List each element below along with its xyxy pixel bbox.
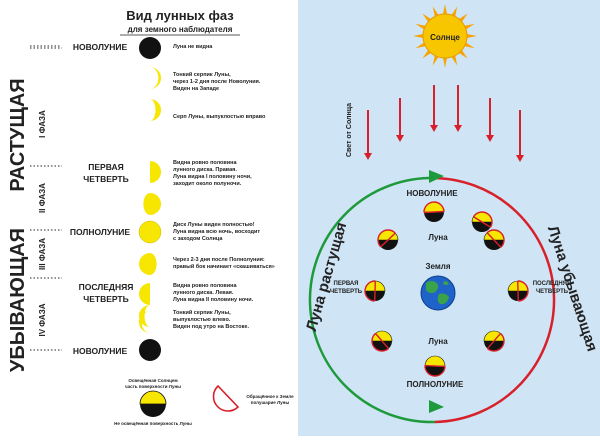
orbit-moon-icon [484, 230, 504, 250]
moon-label-bottom: Луна [428, 337, 448, 346]
row-description: с заходом Солнца [173, 236, 223, 242]
orbit-moon-icon [365, 281, 385, 301]
phase-row-waning-gibbous: Через 2-3 дня после Полнолуния: правый б… [139, 253, 275, 275]
moon-phase-icon [139, 221, 161, 243]
row-description: Тонкий серпик Луны, [173, 309, 231, 316]
row-label: ПЕРВАЯ [88, 162, 123, 172]
phase-row-waxing-gibbous [143, 193, 161, 215]
last-quarter-label: ЧЕТВЕРТЬ [536, 289, 569, 295]
phase-row-new-moon: НОВОЛУНИЕ Луна не видна [73, 37, 213, 59]
row-description: Серп Луны, выпуклостью вправо [173, 114, 266, 120]
legend-facing: Обращённое к Земле полушарие Луны [213, 386, 294, 411]
sunlight-arrows [364, 85, 524, 162]
row-description: выпуклостью влево. [173, 317, 231, 323]
phase-label-3: III ФАЗА [38, 238, 47, 270]
legend-lit-label: Освещённая Солнцем [128, 378, 178, 383]
row-label: ПОЛНОЛУНИЕ [70, 227, 131, 237]
earth-label: Земля [425, 262, 450, 271]
phase-label-1: I ФАЗА [38, 110, 47, 138]
sunlight-arrowhead [364, 153, 372, 160]
row-description: Виден под утро на Востоке. [173, 324, 249, 330]
moon-phase-icon [139, 339, 161, 361]
row-description: Диск Луны виден полностью! [173, 222, 255, 228]
full-moon-label: ПОЛНОЛУНИЕ [407, 380, 464, 389]
panel-subtitle: для земного наблюдателя [128, 25, 233, 34]
phase-row-full-moon: ПОЛНОЛУНИЕ Диск Луны виден полностью! Лу… [70, 221, 260, 243]
orbit-moon-icon [378, 230, 398, 250]
new-moon-label: НОВОЛУНИЕ [406, 189, 458, 198]
legend-dark-label: Не освещённая поверхность Луны [114, 421, 192, 426]
moon-phase-icon [150, 67, 161, 89]
row-label: НОВОЛУНИЕ [73, 346, 128, 356]
row-description: лунного диска. Правая. [173, 167, 237, 173]
row-description: Видна ровно половина [173, 283, 237, 289]
row-description: Через 2-3 дня после Полнолуния: [173, 257, 265, 263]
earth-icon [421, 276, 455, 310]
row-label: ПОСЛЕДНЯЯ [79, 282, 134, 292]
growing-side-label: РАСТУЩАЯ [7, 78, 29, 191]
row-description: лунного диска. Левая. [173, 290, 234, 296]
phase-row-last-quarter: ПОСЛЕДНЯЯ ЧЕТВЕРТЬ Видна ровно половина … [79, 282, 254, 305]
phase-row-first-quarter: ПЕРВАЯ ЧЕТВЕРТЬ Видна ровно половина лун… [83, 160, 252, 187]
phase-row-crescent: Серп Луны, выпуклостью вправо [150, 99, 266, 121]
orbit-moon-icon [508, 281, 528, 301]
orbit-moon-icon [484, 331, 504, 351]
row-label: ЧЕТВЕРТЬ [83, 294, 129, 304]
orbit-moon-icon [472, 212, 492, 232]
row-description: Тонкий серпик Луны, [173, 71, 231, 78]
first-quarter-label: ЧЕТВЕРТЬ [330, 289, 363, 295]
orbit-moon-icon [372, 331, 392, 351]
panel-title: Вид лунных фаз [126, 8, 234, 23]
orbit-scheme-svg: Солнце Свет от Солнца Луна растущая Луна… [298, 0, 600, 436]
moon-phase-icon [139, 253, 157, 275]
moon-phase-icon [150, 99, 161, 121]
row-description: через 1-2 дня после Новолуния. [173, 79, 261, 85]
legend-lit-label: часть поверхности Луны [125, 384, 181, 389]
phase-row-new-moon-end: НОВОЛУНИЕ [73, 339, 161, 361]
legend-lit-dark: Освещённая Солнцем часть поверхности Лун… [114, 378, 192, 426]
waning-arrowhead-icon [429, 400, 444, 413]
waning-side-label: УБЫВАЮЩАЯ [7, 228, 29, 372]
row-description: Видна ровно половина [173, 160, 237, 166]
phase-label-2: II ФАЗА [38, 183, 47, 213]
legend-dark-half-icon [140, 404, 166, 417]
row-description: правый бок начинает «скашиваться» [173, 263, 275, 270]
sunlight-arrowhead [430, 125, 438, 132]
phase-view-panel: Вид лунных фаз для земного наблюдателя Р… [0, 0, 298, 436]
phase-row-waning-crescent: Тонкий серпик Луны, выпуклостью влево. В… [139, 305, 249, 330]
orbit-scheme-panel: Солнце Свет от Солнца Луна растущая Луна… [298, 0, 600, 436]
sunlight-arrowhead [454, 125, 462, 132]
phase-label-4: IV ФАЗА [38, 303, 47, 336]
legend-facing-half-icon [213, 386, 238, 411]
legend-facing-label: Обращённое к Земле [246, 393, 294, 399]
moon-label-top: Луна [428, 233, 448, 242]
sunlight-label: Свет от Солнца [346, 103, 353, 157]
first-quarter-label: ПЕРВАЯ [334, 281, 359, 287]
row-label: ЧЕТВЕРТЬ [83, 174, 129, 184]
legend-lit-half-icon [140, 391, 166, 404]
row-description: Луна видна всю ночь, восходит [173, 229, 260, 235]
row-description: Луна не видна [173, 44, 213, 50]
last-quarter-label: ПОСЛЕДНЯЯ [533, 281, 572, 287]
waxing-arrowhead-icon [429, 170, 444, 183]
sunlight-arrowhead [396, 135, 404, 142]
moon-phase-icon [150, 161, 161, 183]
moon-phase-icon [139, 37, 161, 59]
orbit-moon-icon [424, 202, 444, 222]
sunlight-arrowhead [516, 155, 524, 162]
orbit-moon-icon [425, 356, 445, 376]
row-description: Виден на Западе [173, 86, 219, 92]
phase-view-svg: Вид лунных фаз для земного наблюдателя Р… [0, 0, 298, 436]
moon-phase-icon [139, 283, 150, 305]
phase-row-thin-crescent: Тонкий серпик Луны, через 1-2 дня после … [150, 67, 261, 92]
row-description: заходит около полуночи. [173, 181, 242, 187]
sunlight-arrowhead [486, 135, 494, 142]
row-label: НОВОЛУНИЕ [73, 42, 128, 52]
sun-label: Солнце [430, 33, 460, 42]
legend-facing-label: полушарие Луны [251, 400, 290, 405]
moon-phase-icon [143, 193, 161, 215]
row-description: Луна видна II половину ночи. [173, 297, 254, 303]
row-description: Луна видна I половину ночи, [173, 174, 252, 180]
